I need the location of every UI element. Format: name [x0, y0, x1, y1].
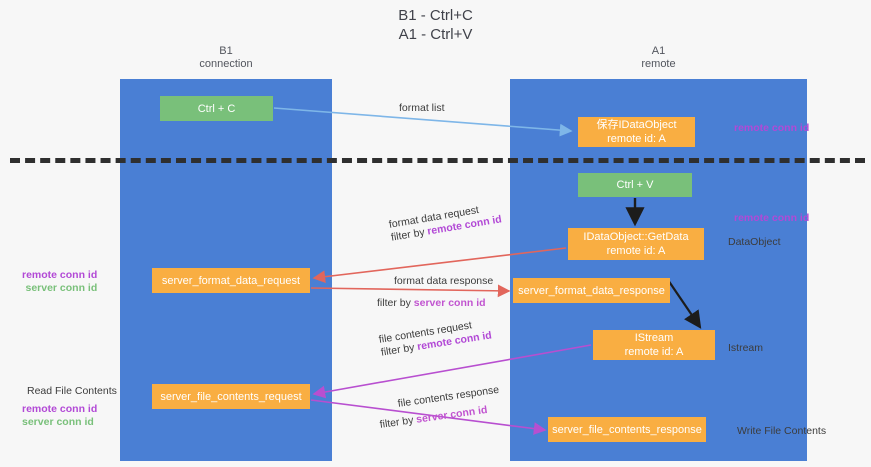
annotation-left-conn-ids-mid: remote conn id server conn id	[22, 269, 97, 295]
lane-header-a1: A1 remote	[510, 45, 807, 71]
node-server-format-data-response-label: server_format_data_response	[518, 284, 665, 297]
annotation-left-conn-ids-bottom: remote conn id server conn id	[22, 403, 97, 429]
lane-a1-name: A1	[651, 45, 666, 57]
arrow-file-contents-response	[310, 399, 547, 435]
annotation-left-remote-conn-id-bottom: remote conn id	[22, 403, 98, 415]
lane-header-b1: B1 connection	[120, 45, 332, 71]
node-istream-line-1: IStream	[634, 332, 674, 344]
annotation-left-server-conn-id-mid: server conn id	[25, 282, 98, 294]
lane-a1-role: remote	[641, 58, 676, 70]
node-ctrl-c-label: Ctrl + C	[197, 102, 236, 115]
label-format-data-response-text: format data response	[394, 275, 494, 287]
title-line-2: A1 - Ctrl+V	[398, 26, 473, 43]
annotation-write-file-contents: Write File Contents	[737, 425, 826, 438]
label-format-list: format list	[399, 102, 445, 115]
node-getdata-line-1: IDataObject::GetData	[583, 231, 689, 243]
arrow-format-list	[273, 107, 573, 137]
title-line-1: B1 - Ctrl+C	[398, 7, 473, 24]
node-ctrl-v-label: Ctrl + V	[616, 179, 654, 191]
node-ctrl-c[interactable]: Ctrl + C	[160, 96, 273, 121]
label-format-data-response-filter: filter by server conn id	[377, 297, 486, 310]
annotation-left-server-conn-id-bottom: server conn id	[22, 416, 94, 428]
annotation-read-file-contents-text: Read File Contents	[27, 385, 117, 397]
node-save-idataobject[interactable]: 保存IDataObject remote id: A	[578, 117, 695, 147]
label-fdres-filter-prefix: filter by	[377, 297, 414, 309]
node-server-format-data-request[interactable]: server_format_data_request	[152, 268, 310, 293]
node-getdata-line-2: remote id: A	[606, 245, 666, 257]
label-fdres-filter-key: server conn id	[413, 297, 486, 309]
annotation-istream-text: Istream	[728, 342, 764, 354]
annotation-read-file-contents: Read File Contents	[27, 385, 117, 398]
node-istream[interactable]: IStream remote id: A	[593, 330, 715, 360]
node-server-file-contents-response[interactable]: server_file_contents_response	[548, 417, 706, 442]
annotation-remote-conn-id-mid-text: remote conn id	[734, 212, 810, 224]
node-save-idataobject-line-1: 保存IDataObject	[596, 119, 677, 131]
lane-b1-role: connection	[199, 58, 253, 70]
node-server-file-contents-request-label: server_file_contents_request	[160, 390, 302, 403]
node-server-file-contents-response-label: server_file_contents_response	[552, 423, 702, 436]
annotation-remote-conn-id-mid: remote conn id	[734, 212, 809, 225]
annotation-dataobject: DataObject	[728, 236, 781, 249]
node-server-file-contents-request[interactable]: server_file_contents_request	[152, 384, 310, 409]
arrow-response-to-istream	[667, 279, 702, 329]
section-divider	[10, 158, 865, 163]
annotation-remote-conn-id-top: remote conn id	[734, 122, 809, 135]
arrow-file-contents-request	[312, 344, 592, 399]
diagram-title: B1 - Ctrl+C A1 - Ctrl+V	[0, 6, 871, 44]
node-ctrl-v[interactable]: Ctrl + V	[578, 173, 692, 197]
annotation-remote-conn-id-top-text: remote conn id	[734, 122, 810, 134]
node-server-format-data-response[interactable]: server_format_data_response	[513, 278, 670, 303]
annotation-istream: Istream	[728, 342, 763, 355]
annotation-left-remote-conn-id-mid: remote conn id	[22, 269, 98, 281]
annotation-write-file-contents-text: Write File Contents	[737, 425, 827, 437]
node-idataobject-getdata[interactable]: IDataObject::GetData remote id: A	[568, 228, 704, 260]
node-server-format-data-request-label: server_format_data_request	[161, 274, 301, 287]
lane-b1-name: B1	[219, 45, 233, 57]
label-format-data-response: format data response	[394, 275, 493, 288]
node-save-idataobject-line-2: remote id: A	[607, 133, 666, 145]
annotation-dataobject-text: DataObject	[728, 236, 781, 248]
arrow-format-data-request	[312, 247, 567, 284]
label-format-list-text: format list	[399, 102, 445, 114]
arrow-format-data-response	[310, 284, 511, 298]
node-istream-line-2: remote id: A	[624, 346, 684, 358]
